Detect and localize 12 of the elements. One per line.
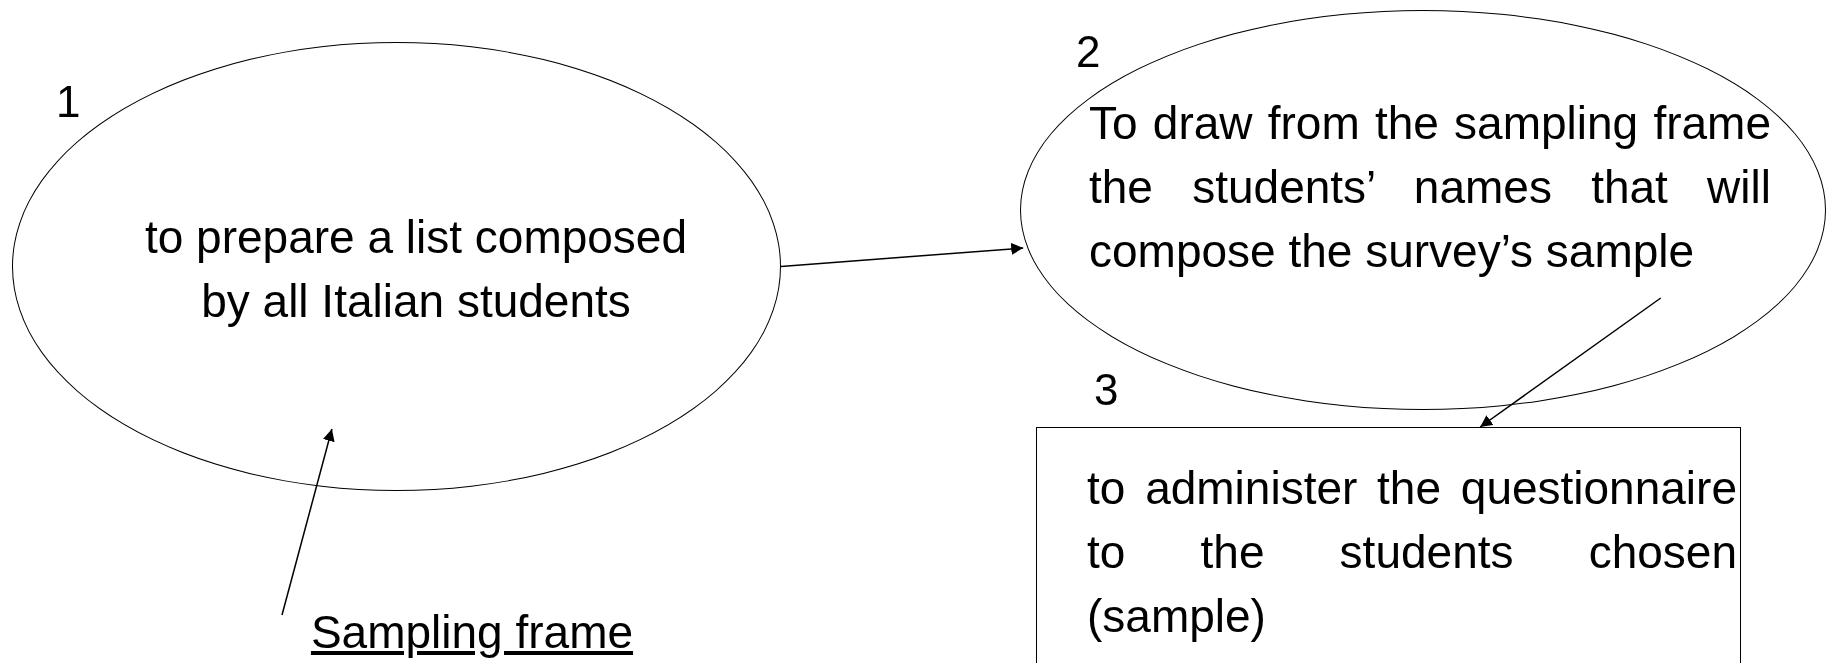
step-number: 3 — [1094, 366, 1119, 414]
underlined-label: Sampling frame — [309, 605, 635, 660]
step-number: 2 — [1076, 28, 1101, 76]
arrow — [780, 242, 1024, 268]
arrow — [1479, 297, 1662, 428]
process-ellipse — [12, 42, 781, 491]
node-text: to prepare a list composed by all Italian students — [143, 210, 689, 329]
arrow — [281, 428, 335, 616]
node-text: To draw from the sampling frame the students’ names that will compose the survey’s sample — [1089, 96, 1771, 279]
process-box — [1036, 427, 1741, 663]
node-text: to administer the questionnaire to the students chosen (sample) — [1087, 461, 1737, 644]
step-number: 1 — [56, 78, 81, 126]
